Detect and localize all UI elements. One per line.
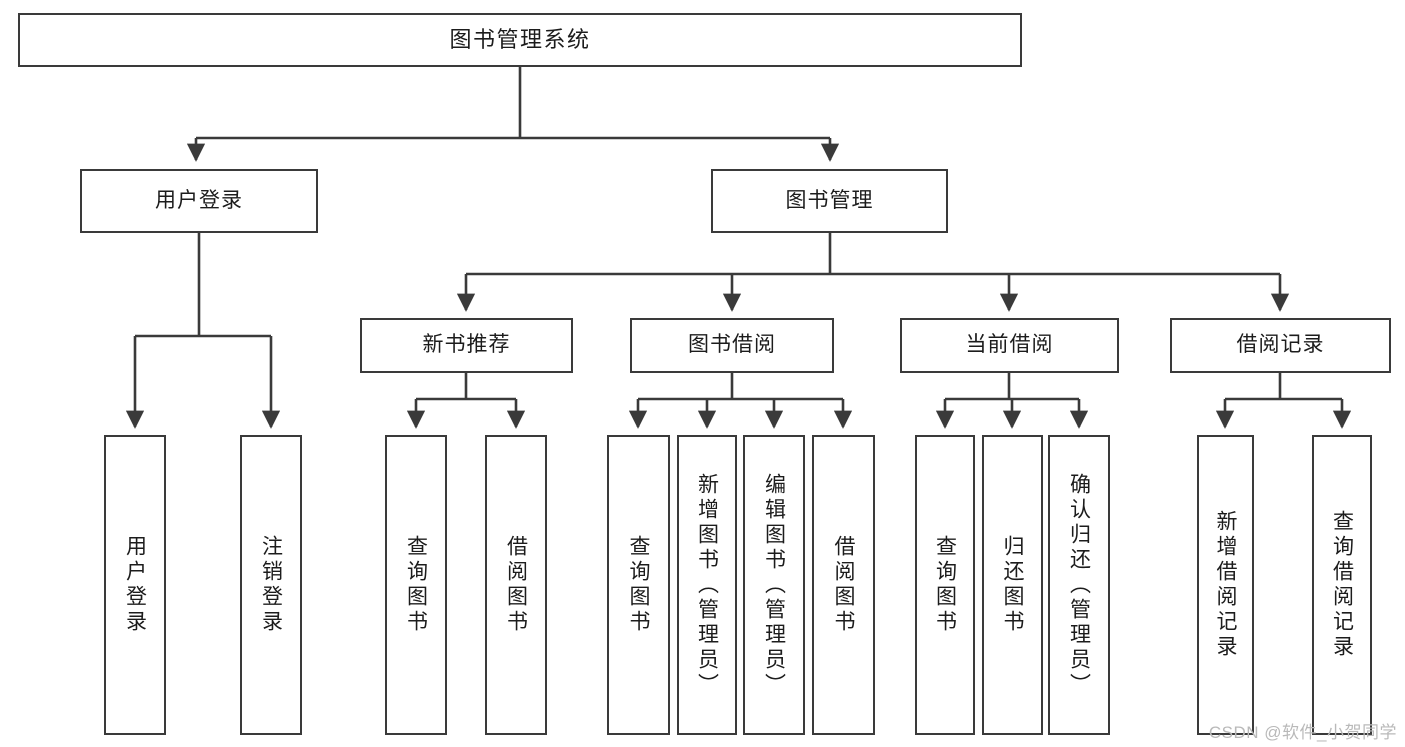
node-label: 图书管理系统	[449, 27, 591, 53]
node-label: 归还图书	[1001, 535, 1024, 635]
leaf-user-login[interactable]: 用户登录	[104, 435, 166, 735]
node-book-borrow[interactable]: 图书借阅	[630, 318, 834, 373]
node-root-system[interactable]: 图书管理系统	[18, 13, 1022, 67]
node-book-management[interactable]: 图书管理	[711, 169, 948, 233]
node-label: 查询借阅记录	[1330, 510, 1354, 660]
leaf-return-book[interactable]: 归还图书	[982, 435, 1043, 735]
node-label: 借阅记录	[1236, 333, 1325, 357]
node-borrow-record[interactable]: 借阅记录	[1170, 318, 1391, 373]
node-label: 查询图书	[404, 535, 428, 635]
leaf-borrow-book[interactable]: 借阅图书	[812, 435, 875, 735]
node-label: 用户登录	[155, 188, 243, 212]
node-label: 借阅图书	[832, 535, 855, 635]
node-label: 用户登录	[123, 535, 147, 635]
leaf-logout[interactable]: 注销登录	[240, 435, 302, 735]
leaf-add-borrow-record[interactable]: 新增借阅记录	[1197, 435, 1254, 735]
node-current-borrow[interactable]: 当前借阅	[900, 318, 1119, 373]
leaf-query-book-current[interactable]: 查询图书	[915, 435, 975, 735]
node-label: 编辑图书（管理员）	[762, 472, 786, 698]
node-label: 查询图书	[627, 535, 650, 635]
node-label: 新书推荐	[422, 333, 511, 357]
leaf-edit-book-admin[interactable]: 编辑图书（管理员）	[743, 435, 805, 735]
node-label: 新增图书（管理员）	[695, 472, 719, 698]
node-label: 当前借阅	[965, 333, 1054, 357]
node-label: 新增借阅记录	[1214, 510, 1237, 660]
node-label: 借阅图书	[504, 535, 528, 635]
node-new-book-recommend[interactable]: 新书推荐	[360, 318, 573, 373]
node-label: 查询图书	[933, 535, 957, 635]
node-label: 图书借阅	[688, 333, 776, 357]
leaf-query-borrow-record[interactable]: 查询借阅记录	[1312, 435, 1372, 735]
leaf-borrow-book-recommend[interactable]: 借阅图书	[485, 435, 547, 735]
leaf-add-book-admin[interactable]: 新增图书（管理员）	[677, 435, 737, 735]
leaf-query-book-recommend[interactable]: 查询图书	[385, 435, 447, 735]
node-label: 注销登录	[259, 535, 283, 635]
node-user-login[interactable]: 用户登录	[80, 169, 318, 233]
leaf-query-book-borrow[interactable]: 查询图书	[607, 435, 670, 735]
node-label: 确认归还（管理员）	[1067, 472, 1091, 698]
node-label: 图书管理	[785, 188, 874, 212]
leaf-confirm-return-admin[interactable]: 确认归还（管理员）	[1048, 435, 1110, 735]
